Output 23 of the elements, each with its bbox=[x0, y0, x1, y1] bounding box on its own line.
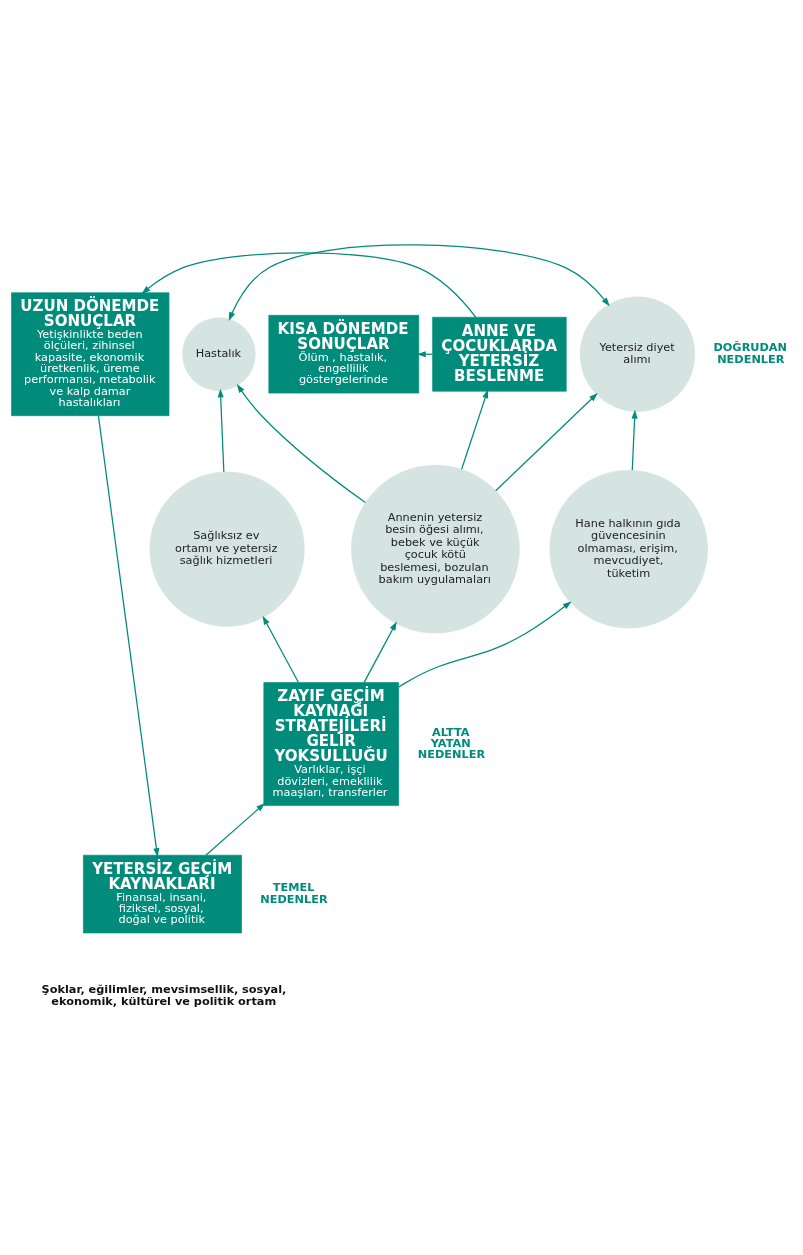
arrow bbox=[97, 415, 159, 857]
label: ALTTA YATAN NEDENLER bbox=[417, 725, 485, 762]
label: Şoklar, eğilimler, mevsimsellik, sosyal, ekonomik, kültürel ve politik ortam bbox=[41, 983, 286, 1008]
node-box: KISA DÖNEMDE SONUÇLAR Ölüm , hastalık, engellilik göstergelerinde bbox=[268, 315, 419, 394]
arrow bbox=[363, 621, 397, 683]
arrow bbox=[494, 392, 598, 492]
arrow bbox=[141, 252, 476, 318]
node-box: YETERSİZ GEÇİM KAYNAKLARI Finansal, insani, fiziksel, sosyal, doğal ve politik bbox=[82, 854, 242, 934]
node-box: ANNE VE ÇOCUKLARDA YETERSİZ BESLENME bbox=[431, 316, 567, 392]
label: TEMEL NEDENLER bbox=[259, 881, 328, 906]
node-circle: Hastalık bbox=[181, 317, 256, 391]
arrow bbox=[262, 615, 299, 684]
node-box: UZUN DÖNEMDE SONUÇLAR Yetişkinlikte beden ölçüleri, zihinsel kapasite, ekonomik üretkenlik, üreme performansı, metabolik ve kalp damar hastalıkları bbox=[10, 292, 169, 417]
label: DOĞRUDAN NEDENLER bbox=[712, 341, 787, 366]
arrow bbox=[397, 601, 571, 688]
arrow bbox=[460, 389, 488, 470]
node-box: ZAYIF GEÇİM KAYNAĞI STRATEJİLERİ GELİR YOKSULLUĞU Varlıklar, işçi dövizleri, emeklilik maaşları, transferler bbox=[262, 682, 399, 806]
arrow bbox=[236, 384, 366, 504]
arrow bbox=[205, 803, 265, 856]
node-circle: Hane halkının gıda güvencesinin olmaması, erişim, mevcudiyet, tüketim bbox=[549, 469, 708, 629]
arrow bbox=[228, 244, 610, 321]
arrow bbox=[217, 388, 224, 473]
arrow bbox=[631, 409, 638, 471]
